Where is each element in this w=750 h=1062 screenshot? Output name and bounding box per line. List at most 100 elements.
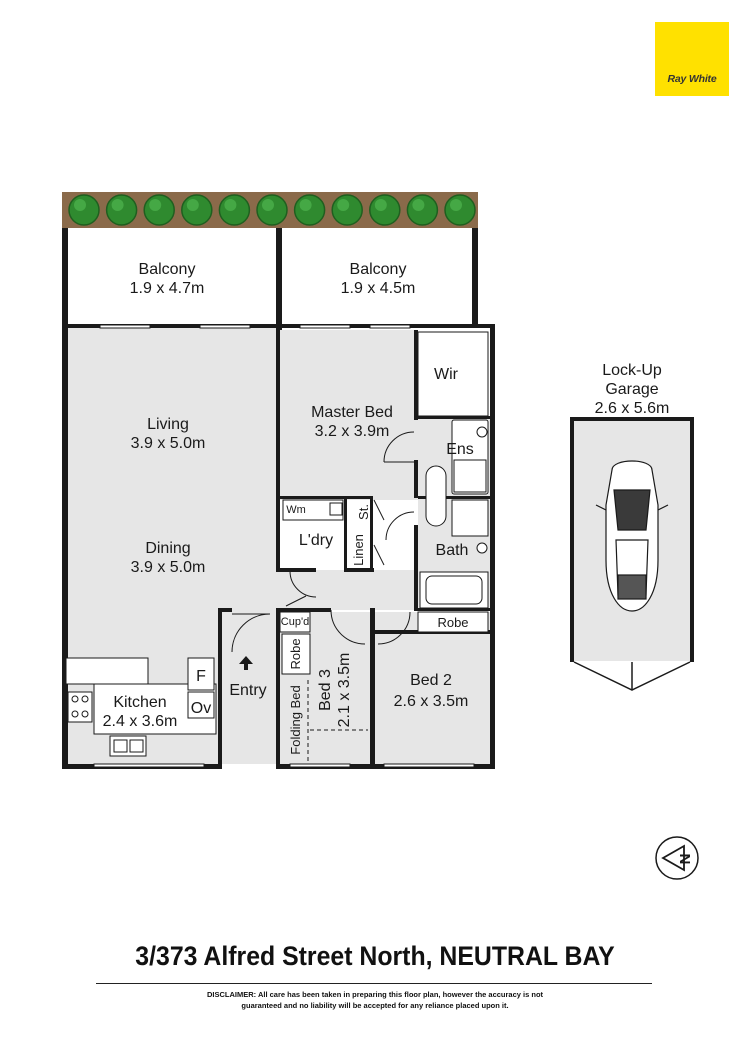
ray-white-logo: Ray White xyxy=(655,22,729,96)
hedge-bush xyxy=(218,194,251,226)
wall-bath-south xyxy=(414,608,492,611)
ensuite-shower xyxy=(453,459,487,493)
bathtub-inner xyxy=(425,575,483,605)
wall-entry-west xyxy=(218,608,222,769)
ens-label: Ens xyxy=(446,441,474,458)
hedge-bush-highlight xyxy=(74,199,86,211)
hedge-bush xyxy=(143,194,175,226)
wall-linen-east xyxy=(370,498,373,572)
room-labels: Balcony 1.9 x 4.7m Balcony 1.9 x 4.5m Li… xyxy=(103,261,694,864)
wall-ens-south xyxy=(418,496,492,499)
north-compass-icon xyxy=(655,836,699,880)
hedge-bush xyxy=(256,194,288,226)
garage-door xyxy=(573,661,691,691)
garage-name-line2: Garage xyxy=(605,381,658,398)
wall-west xyxy=(62,228,68,768)
hedge-bush xyxy=(293,194,326,226)
door-linen-1 xyxy=(373,499,385,521)
hedge-bush-highlight xyxy=(224,199,237,211)
bed2-size: 2.6 x 3.5m xyxy=(394,693,469,710)
ensuite-basin xyxy=(476,426,488,438)
kitchen-name: Kitchen xyxy=(113,694,166,711)
hedge-bush-highlight xyxy=(412,199,425,211)
robe-bed2-box xyxy=(417,611,489,633)
balcony-right-size: 1.9 x 4.5m xyxy=(341,280,416,297)
wall-balcony-east xyxy=(472,228,478,328)
oven-box xyxy=(187,691,215,719)
cooktop xyxy=(67,691,93,723)
wall-laundry-south xyxy=(276,568,316,572)
garage-wall-north xyxy=(570,417,694,421)
linen-label: Linen xyxy=(351,534,366,566)
balcony-right-name: Balcony xyxy=(350,261,407,278)
bath-shower xyxy=(451,499,489,537)
wall-master-west xyxy=(276,328,280,570)
door-bath xyxy=(385,511,415,541)
bath-basin xyxy=(476,542,488,554)
balcony-left-name: Balcony xyxy=(139,261,196,278)
folding-bed-label: Folding Bed xyxy=(288,685,303,754)
dining-name: Dining xyxy=(145,540,190,557)
oven-label: Ov xyxy=(191,700,211,717)
hall-floor xyxy=(280,570,418,610)
sliding-door-master-2 xyxy=(369,324,411,329)
bed3-name: Bed 3 xyxy=(317,669,334,711)
wall-balcony-divider xyxy=(276,228,282,330)
window-bed3 xyxy=(289,763,351,768)
sliding-door-living-2 xyxy=(199,324,251,329)
hedge-bush xyxy=(406,194,439,226)
property-address: 3/373 Alfred Street North, NEUTRAL BAY xyxy=(135,941,615,971)
master-bed-floor xyxy=(280,330,418,500)
hedge-bush-highlight xyxy=(262,199,274,211)
wall-bath-west xyxy=(414,525,418,610)
st-label: St. xyxy=(356,504,371,520)
disclaimer-line-1: DISCLAIMER: All care has been taken in p… xyxy=(206,990,544,999)
fixtures xyxy=(65,331,489,757)
hedge-bush-highlight xyxy=(149,199,162,211)
door-swings xyxy=(231,431,415,653)
living-size: 3.9 x 5.0m xyxy=(131,435,206,452)
sliding-door-living-1 xyxy=(99,324,151,329)
wall-east xyxy=(490,324,495,768)
laundry-bench xyxy=(282,499,344,521)
robe-bed2-label: Robe xyxy=(437,615,468,630)
wall-laundry-east xyxy=(344,498,347,572)
dining-size: 3.9 x 5.0m xyxy=(131,559,206,576)
wall-bed2-west xyxy=(370,608,375,768)
hedge-bush-highlight xyxy=(186,199,199,211)
wall-wir-south xyxy=(414,416,492,419)
compass-north-letter: N xyxy=(677,854,694,865)
fridge-label: F xyxy=(196,668,206,685)
wall-wir-west xyxy=(414,330,418,420)
wall-linen-south xyxy=(344,568,374,572)
ensuite-toilet-bath xyxy=(425,465,447,527)
wall-master-north xyxy=(478,324,494,328)
door-entry xyxy=(231,613,271,653)
door-linen-2 xyxy=(373,544,385,566)
disclaimer-line-2: guaranteed and no liability will be acce… xyxy=(241,1001,509,1010)
wall-laundry-north xyxy=(276,496,373,499)
garage-size: 2.6 x 5.6m xyxy=(595,400,670,417)
door-bed2 xyxy=(377,611,411,645)
hedge-bush-highlight xyxy=(299,199,312,211)
bed2-name: Bed 2 xyxy=(410,672,452,689)
hedge-bush xyxy=(331,194,363,226)
door-bed3 xyxy=(330,609,366,645)
bed3-size: 2.1 x 3.5m xyxy=(336,653,353,728)
cupd-label: Cup'd xyxy=(281,616,309,628)
balcony-left-size: 1.9 x 4.7m xyxy=(130,280,205,297)
fridge-box xyxy=(187,657,215,691)
living-name: Living xyxy=(147,416,189,433)
wall-ens-west xyxy=(414,460,418,498)
robe-bed3-box xyxy=(281,633,311,675)
wir-label: Wir xyxy=(434,366,459,383)
hedge-bushes xyxy=(68,194,476,226)
kitchen-sink-bowl-1 xyxy=(113,739,128,753)
garage-name-line1: Lock-Up xyxy=(602,362,662,379)
robe-bed3-label: Robe xyxy=(288,638,303,669)
master-bed-name: Master Bed xyxy=(311,404,393,421)
door-cupd xyxy=(285,595,307,607)
hedge-bush-highlight xyxy=(450,199,462,211)
garden-hedge xyxy=(62,192,478,228)
